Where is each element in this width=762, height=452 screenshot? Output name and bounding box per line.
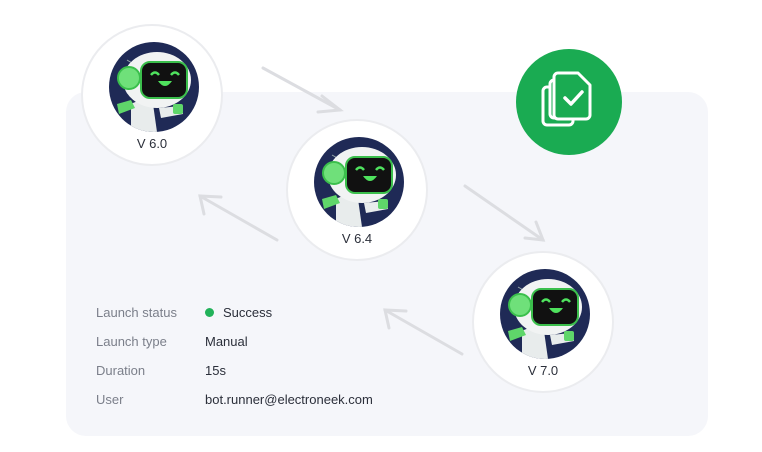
status-value: Success bbox=[223, 305, 273, 320]
launch-info: Launch status Success Launch type Manual… bbox=[96, 298, 373, 414]
robot-avatar bbox=[109, 42, 199, 132]
info-label: Launch status bbox=[96, 305, 177, 320]
arrow-icon bbox=[383, 308, 464, 356]
version-label: V 7.0 bbox=[527, 363, 559, 378]
documents-check-icon bbox=[516, 49, 622, 155]
version-node-7-0[interactable]: V 7.0 bbox=[472, 251, 614, 393]
info-row-status: Launch status Success bbox=[96, 298, 373, 327]
arrow-icon bbox=[198, 194, 279, 242]
info-label: Duration bbox=[96, 363, 146, 378]
info-value: 15s bbox=[205, 363, 226, 378]
info-row-duration: Duration 15s bbox=[96, 356, 373, 385]
robot-avatar bbox=[314, 137, 404, 227]
version-label: V 6.0 bbox=[136, 136, 168, 151]
version-node-6-0[interactable]: V 6.0 bbox=[81, 24, 223, 166]
arrow-icon bbox=[463, 184, 546, 242]
version-node-6-4[interactable]: V 6.4 bbox=[286, 119, 428, 261]
status-dot bbox=[205, 308, 214, 317]
info-value: Manual bbox=[205, 334, 248, 349]
info-row-user: User bot.runner@electroneek.com bbox=[96, 385, 373, 414]
robot-avatar bbox=[500, 269, 590, 359]
info-row-type: Launch type Manual bbox=[96, 327, 373, 356]
arrow-icon bbox=[261, 66, 344, 114]
version-label: V 6.4 bbox=[341, 231, 373, 246]
info-label: User bbox=[96, 392, 124, 407]
info-label: Launch type bbox=[96, 334, 167, 349]
info-value: bot.runner@electroneek.com bbox=[205, 392, 373, 407]
